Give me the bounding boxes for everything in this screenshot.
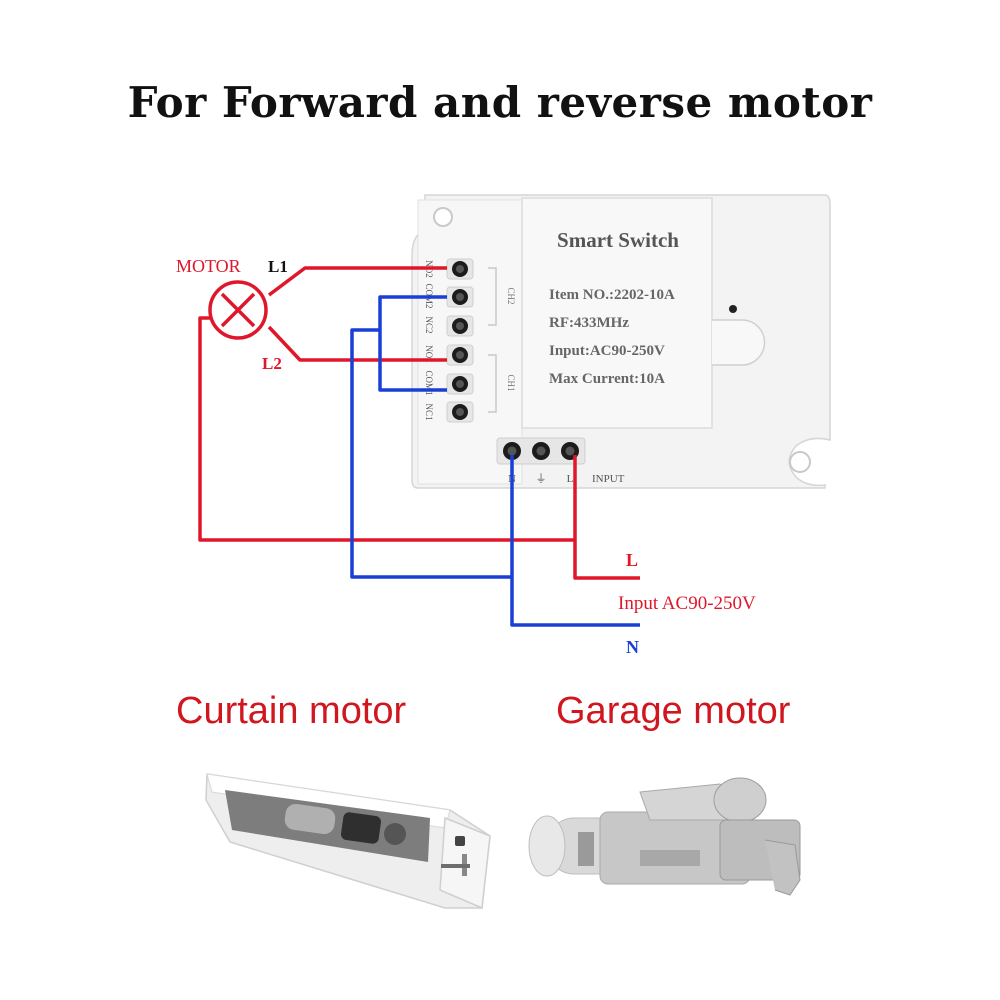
wire-l2 [267, 325, 447, 362]
max-current: Max Current:10A [549, 371, 665, 387]
terminal-label: NC1 [424, 403, 434, 420]
wire-l1 [267, 266, 447, 297]
wires [198, 266, 640, 627]
motor-lamp-icon [208, 280, 268, 340]
wire-com-feed [350, 328, 512, 579]
wire-motor-return [198, 316, 575, 542]
terminal-block [446, 258, 474, 423]
status-led [729, 305, 737, 313]
pairing-button[interactable] [712, 319, 766, 366]
mount-hole-icon [789, 451, 811, 473]
wire-supply-l [573, 455, 640, 580]
l2-label: L2 [262, 354, 282, 373]
channel-label: CH1 [506, 374, 516, 391]
curtain-motor-caption: Curtain motor [176, 690, 407, 732]
supply-n-label: N [626, 637, 639, 657]
terminal-label: NC2 [424, 316, 434, 333]
device-name: Smart Switch [557, 228, 679, 252]
input-rating: Input:AC90-250V [549, 343, 665, 359]
input-terminal-block [496, 437, 586, 465]
terminal-label: COM1 [424, 370, 434, 395]
l1-label: L1 [268, 257, 288, 276]
supply-l-label: L [626, 550, 638, 570]
page-title: For Forward and reverse motor [127, 78, 873, 127]
input-label: INPUT [592, 473, 625, 485]
terminal-label: NO1 [424, 345, 434, 363]
garage-motor-image [528, 777, 801, 896]
smart-switch-module: Smart Switch Item NO.:2202-10A RF:433MHz… [411, 194, 831, 489]
ground-icon: ⏚ [536, 472, 547, 485]
channel-label: CH2 [506, 287, 516, 304]
garage-motor-caption: Garage motor [556, 690, 791, 732]
mount-hole-icon [433, 207, 453, 227]
item-number: Item NO.:2202-10A [549, 287, 675, 303]
input-terminal-label: L [567, 473, 574, 485]
curtain-motor-image [205, 773, 491, 910]
wire-supply-n [510, 455, 640, 627]
label-panel [521, 197, 713, 429]
supply-input-label: Input AC90-250V [618, 593, 756, 614]
motor-label: MOTOR [176, 256, 241, 276]
wire-com-bridge [378, 295, 447, 392]
rf-frequency: RF:433MHz [549, 315, 629, 331]
